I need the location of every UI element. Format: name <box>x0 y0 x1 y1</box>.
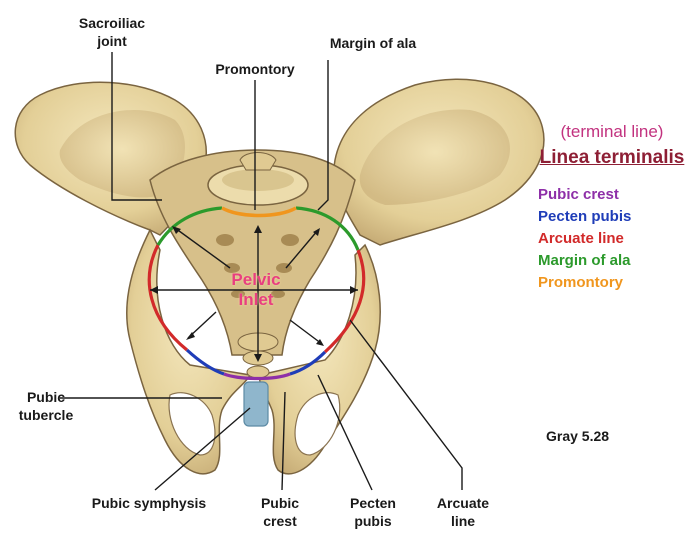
label-arcuate-line: Arcuate line <box>430 494 496 530</box>
legend-item-margin-of-ala: Margin of ala <box>538 252 631 269</box>
label-pubic-symphysis: Pubic symphysis <box>91 495 207 511</box>
spinous-process <box>239 152 277 171</box>
legend-title: Linea terminalis <box>539 147 685 168</box>
pecten-pubis-right <box>289 350 327 376</box>
left-obturator-foramen <box>168 392 216 456</box>
legend-item-arcuate-line: Arcuate line <box>538 230 624 247</box>
arcuate-line-right <box>323 249 366 354</box>
label-arcuate-line2: line <box>450 513 476 529</box>
promontory-line <box>221 206 297 218</box>
leader-lines <box>60 52 463 491</box>
label-pubic-crest: Pubic crest <box>250 494 310 530</box>
sacrum <box>149 149 356 356</box>
legend-item-promontory: Promontory <box>538 274 624 291</box>
right-obturator-foramen <box>294 392 341 456</box>
pubic-symphysis-cartilage <box>243 381 269 427</box>
arrowheads <box>150 225 358 362</box>
arcuate-line-left <box>147 244 189 352</box>
margin-of-ala-right <box>295 206 360 251</box>
label-sacroiliac-line1: Sacroiliac <box>78 15 146 31</box>
legend: (terminal line) Linea terminalis Pubic c… <box>528 120 696 294</box>
pelvic-inlet-line2: Inlet <box>238 290 274 309</box>
label-pecten-pubis-line1: Pecten <box>350 495 396 511</box>
label-pubic-tubercle: Pubic tubercle <box>6 388 86 424</box>
margin-of-ala-left <box>156 206 223 246</box>
label-sacroiliac-joint: Sacroiliac joint <box>74 14 150 50</box>
pelvic-inlet-line1: Pelvic <box>231 270 281 289</box>
label-pecten-pubis-line2: pubis <box>354 513 392 529</box>
pubic-crest-line <box>223 372 291 381</box>
label-sacroiliac-line2: joint <box>97 33 127 49</box>
pecten-pubis-left <box>185 348 225 376</box>
label-pubic-tubercle-line2: tubercle <box>18 407 74 423</box>
label-pubic-tubercle-line1: Pubic <box>26 389 66 405</box>
legend-list: Pubic crest Pecten pubis Arcuate line Ma… <box>538 184 696 294</box>
legend-item-pubic-crest: Pubic crest <box>538 186 619 203</box>
label-pubic-crest-line2: crest <box>263 513 297 529</box>
l5-body-top <box>222 169 294 191</box>
legend-item-pecten-pubis: Pecten pubis <box>538 208 632 225</box>
label-pubic-crest-line1: Pubic <box>260 495 300 511</box>
right-hip-lower <box>258 243 381 475</box>
label-margin-of-ala: Margin of ala <box>329 35 417 51</box>
legend-subtitle: (terminal line) <box>560 122 664 141</box>
left-iliac-fossa <box>59 110 186 198</box>
left-hip-lower <box>126 228 252 475</box>
label-pecten-pubis: Pecten pubis <box>342 494 404 530</box>
right-iliac-fossa <box>359 109 510 205</box>
figure-credit: Gray 5.28 <box>546 428 610 444</box>
pelvic-inlet-label: Pelvic Inlet <box>214 270 298 310</box>
label-promontory: Promontory <box>215 61 295 77</box>
label-arcuate-line1: Arcuate <box>436 495 490 511</box>
